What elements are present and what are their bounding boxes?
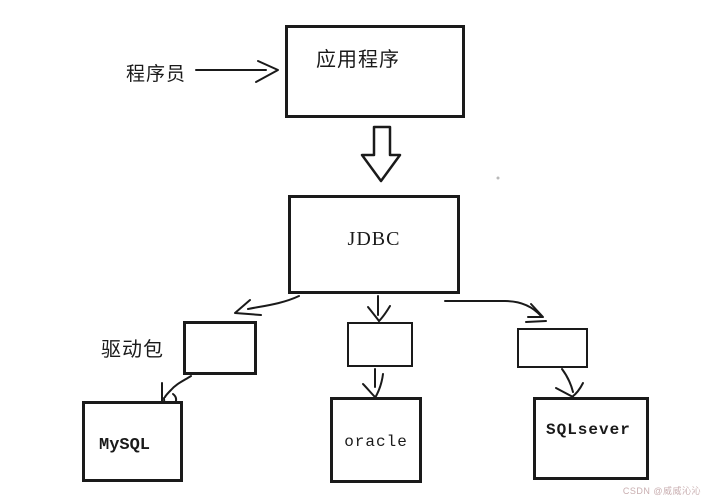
jdbc-box: JDBC (288, 195, 460, 294)
sqlserver-box: SQLsever (533, 397, 649, 480)
mysql-box-label: MySQL (99, 436, 151, 455)
arrow-application-to-jdbc (360, 125, 402, 183)
application-box-label: 应用程序 (316, 49, 400, 71)
arrow-jdbc-to-driver-right (444, 300, 547, 323)
jdbc-box-label: JDBC (347, 228, 401, 250)
arrow-jdbc-to-driver-left (234, 295, 300, 316)
sqlserver-box-label: SQLsever (546, 421, 631, 439)
oracle-box-label: oracle (344, 433, 408, 451)
driver-package-label: 驱动包 (101, 339, 164, 361)
arrow-programmer-to-application (195, 60, 279, 83)
stray-mark (496, 176, 500, 180)
driver-box-mysql (183, 321, 257, 375)
application-box: 应用程序 (285, 25, 465, 118)
arrow-driver-middle-to-oracle (362, 368, 384, 399)
driver-box-sqlserver (517, 328, 588, 368)
arrow-jdbc-to-driver-middle (367, 295, 391, 322)
driver-box-oracle (347, 322, 413, 367)
programmer-label: 程序员 (126, 64, 187, 85)
mysql-box: MySQL (82, 401, 183, 482)
oracle-box: oracle (330, 397, 422, 483)
csdn-watermark: CSDN @威威沁沁 (622, 486, 701, 496)
arrow-driver-right-to-sqlserver (555, 368, 584, 398)
